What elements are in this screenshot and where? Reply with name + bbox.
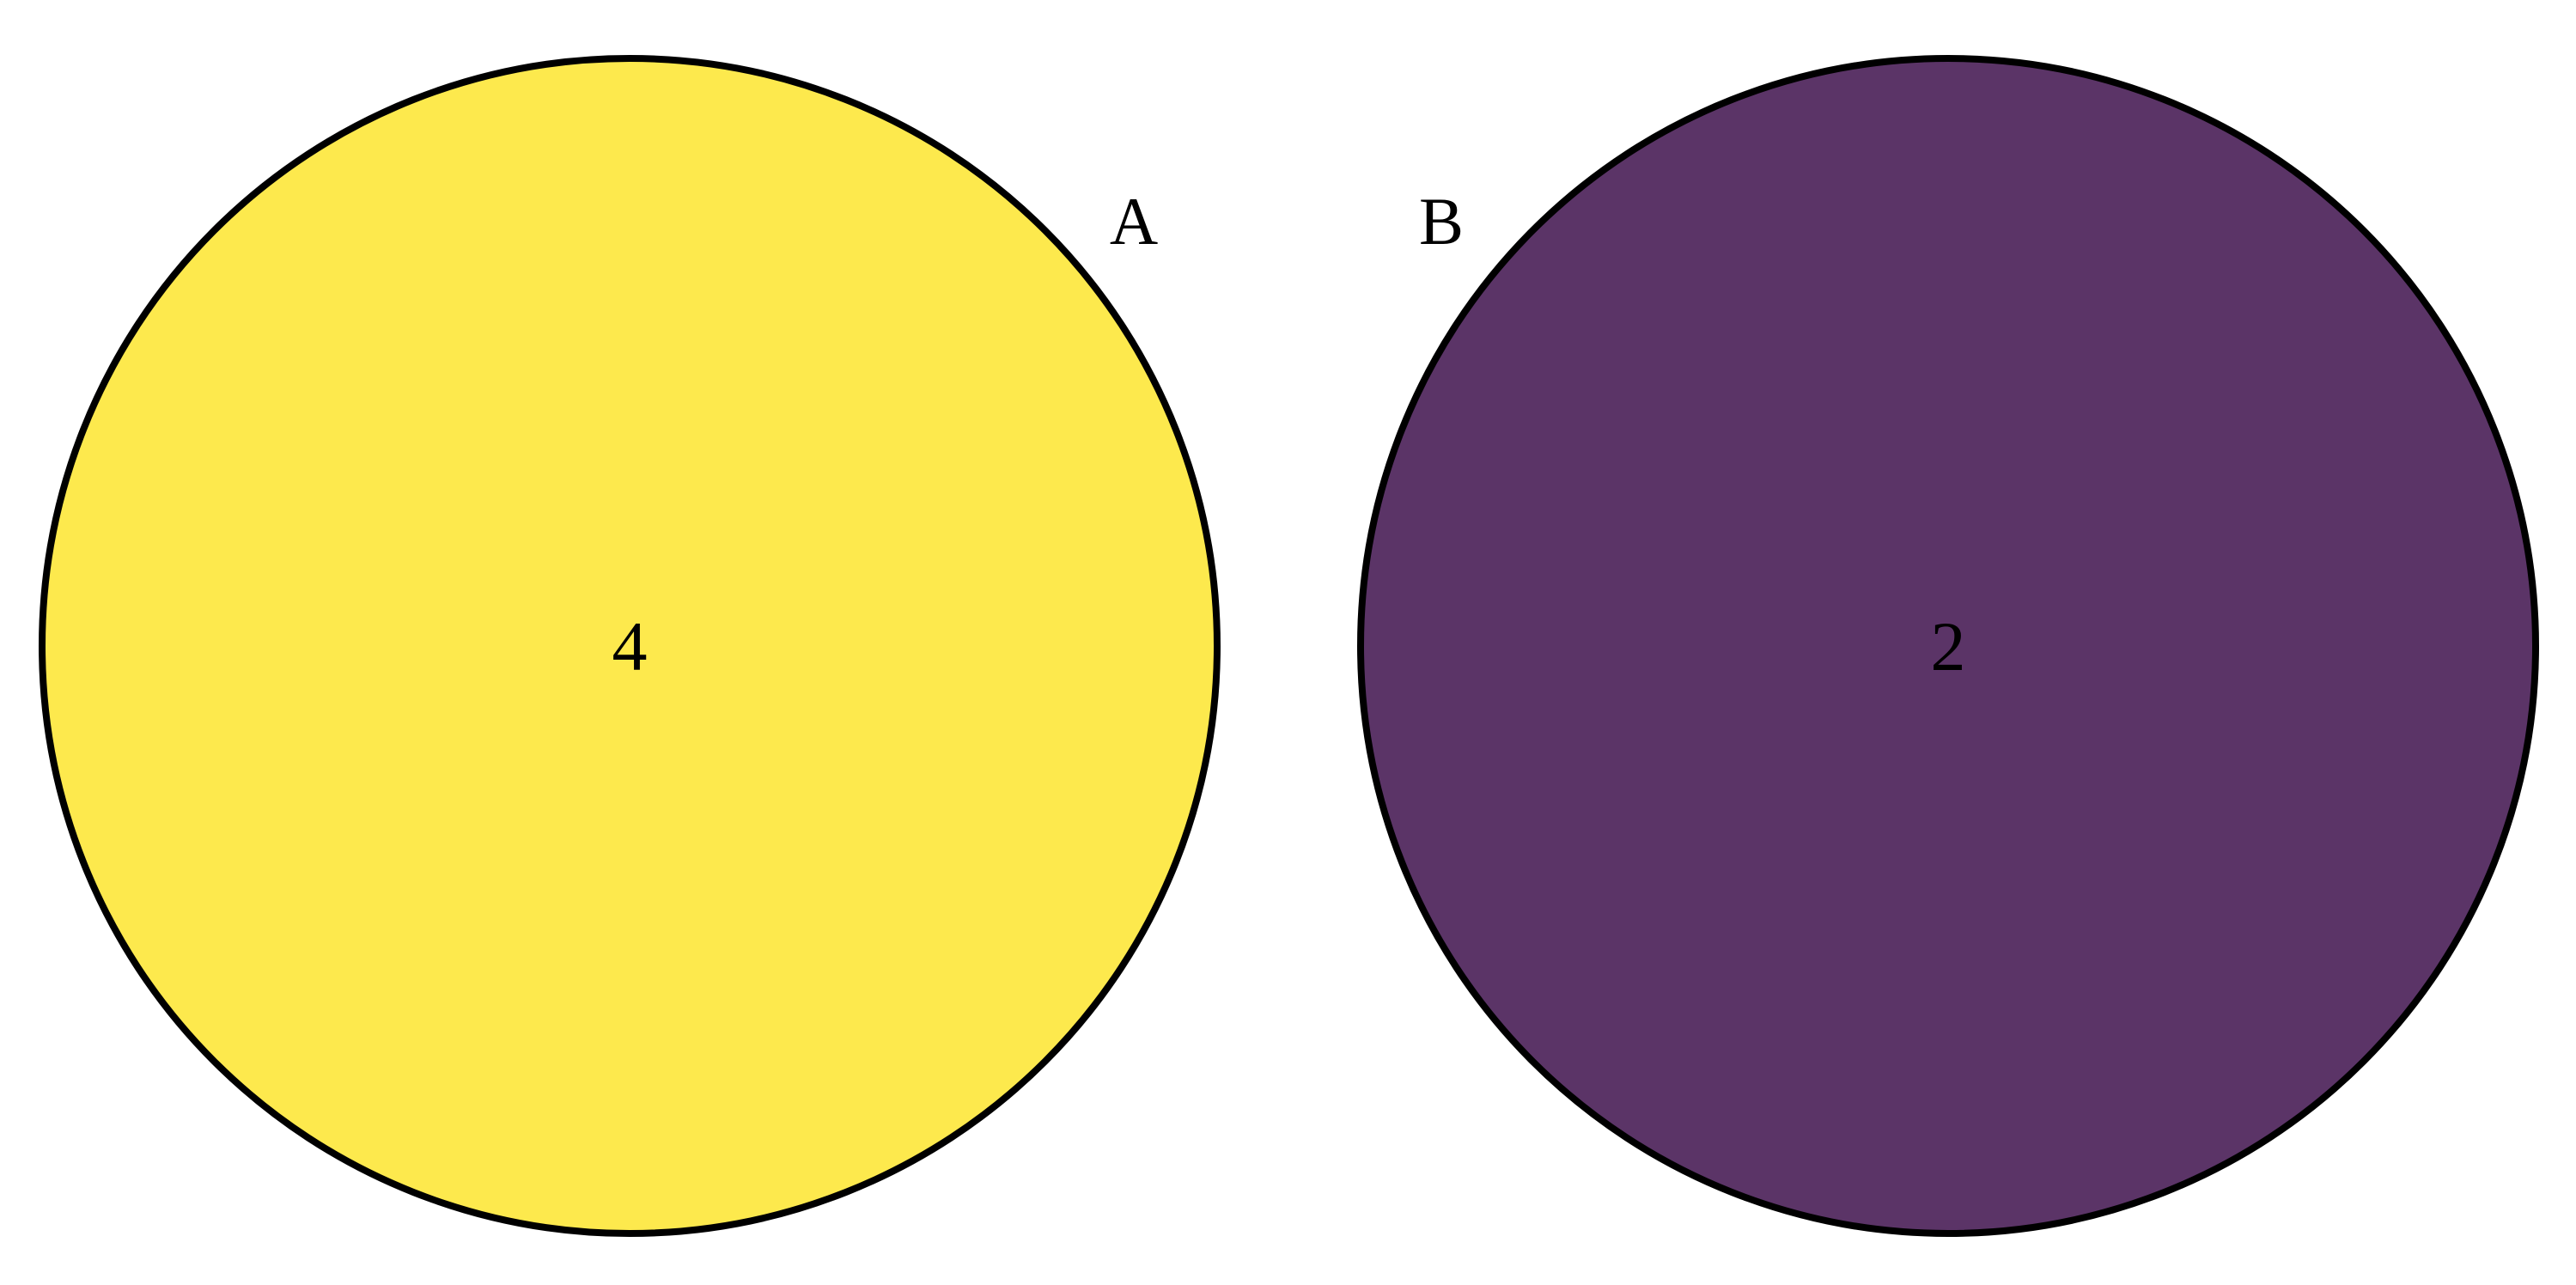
set-a-group: A 4: [39, 55, 1221, 1237]
set-a-circle: [39, 55, 1221, 1237]
set-a-label: A: [1110, 184, 1158, 259]
set-b-only-count: 2: [1931, 607, 1966, 685]
set-b-group: B 2: [1357, 55, 2539, 1237]
set-a-only-count: 4: [612, 607, 648, 685]
set-b-label: B: [1419, 184, 1464, 259]
set-b-circle: [1357, 55, 2539, 1237]
